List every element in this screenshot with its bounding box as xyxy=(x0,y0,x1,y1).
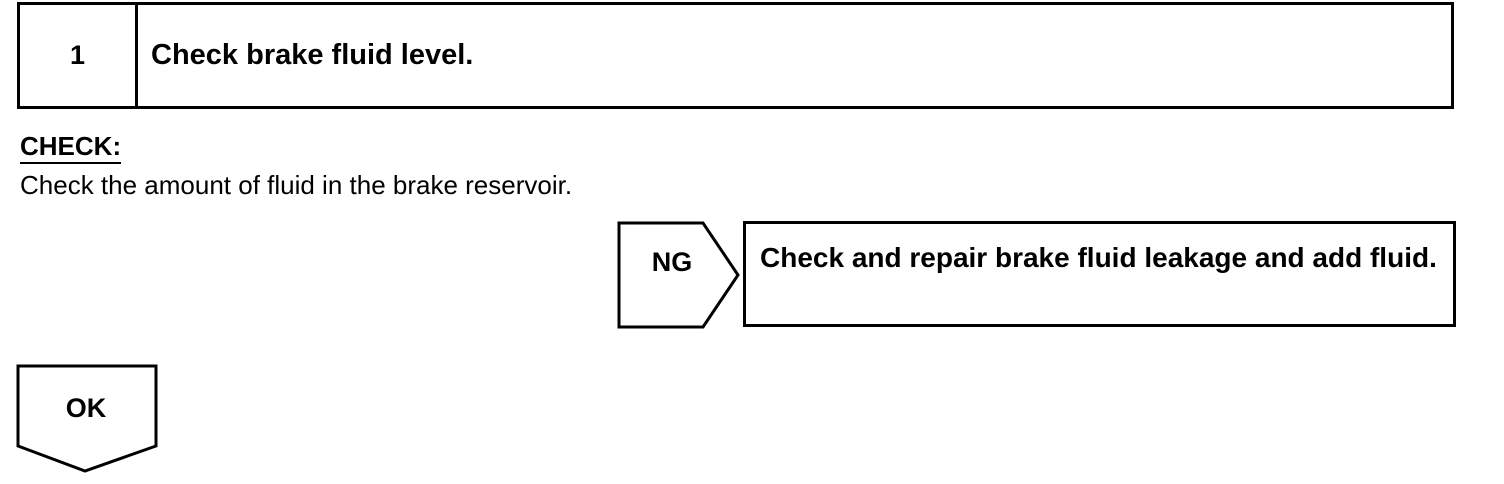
check-instruction: Check the amount of fluid in the brake r… xyxy=(20,170,573,200)
ok-arrow-icon xyxy=(16,364,158,473)
ng-result-box: Check and repair brake fluid leakage and… xyxy=(743,221,1456,327)
ng-arrow-icon xyxy=(617,221,740,329)
step-title: Check brake fluid level. xyxy=(151,39,474,71)
ok-label: OK xyxy=(65,392,107,423)
check-heading: CHECK: xyxy=(20,131,122,164)
step-number: 1 xyxy=(20,5,138,106)
ng-label: NG xyxy=(651,246,693,277)
step-header-box: 1 Check brake fluid level. xyxy=(17,2,1454,109)
